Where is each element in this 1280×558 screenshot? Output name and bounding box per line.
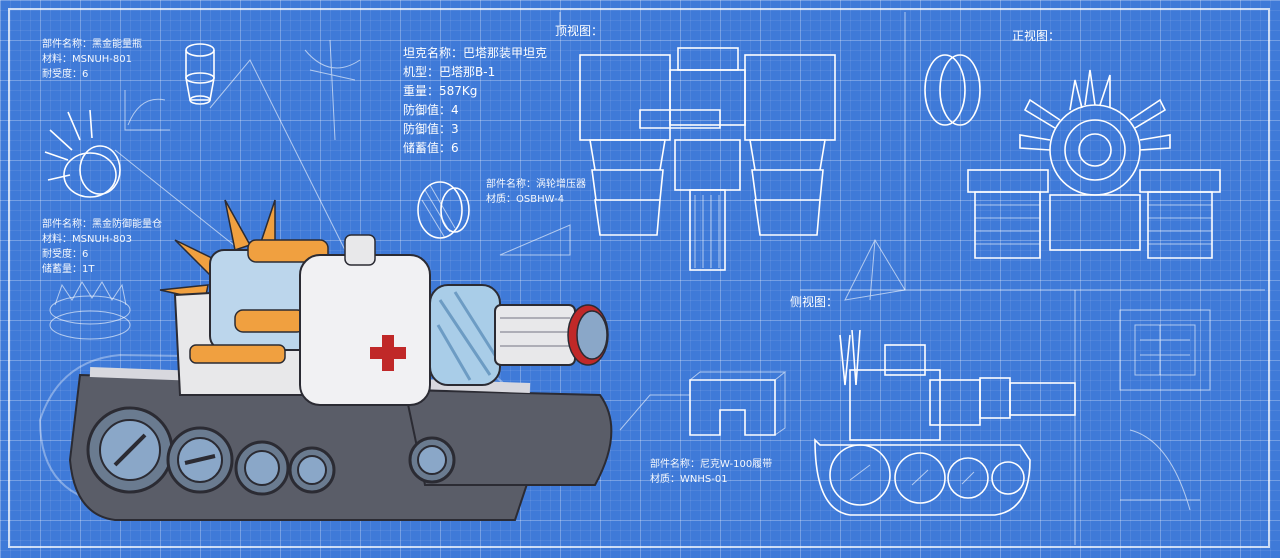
spike-drum-sketch	[44, 109, 121, 198]
turbo-name: 部件名称：涡轮增压器	[486, 179, 586, 190]
top-view-label: 顶视图：	[555, 24, 604, 38]
energy-bottle-name: 部件名称：黑金能量瓶	[42, 39, 142, 50]
defense-bay-name: 部件名称：黑金防御能量仓	[42, 219, 162, 230]
energy-bottle-durability: 耐受度：6	[42, 69, 89, 80]
defense-bay-storage: 储蓄量：1T	[42, 264, 95, 275]
tread-right	[403, 388, 613, 486]
tank-spec-line: 机型：巴塔那B-1	[403, 65, 496, 79]
track-info: 部件名称：尼克W-100履带 材质：WNHS-01	[650, 457, 772, 487]
schematic-sketch	[1119, 309, 1211, 391]
tank-spec-line: 储蓄值：6	[403, 141, 459, 155]
tank-spec-line: 重量：587Kg	[403, 84, 478, 98]
tank-spec-line: 防御值：4	[403, 103, 459, 117]
energy-bottle-sketch	[185, 43, 215, 105]
front-view-label: 正视图：	[1012, 29, 1061, 43]
front-view-drawing	[924, 54, 1221, 259]
bracket-sketch	[689, 371, 787, 436]
road-wheels	[86, 406, 456, 496]
defense-bay-info: 部件名称：黑金防御能量仓 材料：MSNUH-803 耐受度：6 储蓄量：1T	[42, 217, 162, 277]
energy-bottle-material: 材料：MSNUH-801	[42, 54, 132, 65]
defense-bay-durability: 耐受度：6	[42, 249, 89, 260]
blueprint-border	[8, 8, 1270, 548]
top-view-drawing	[579, 47, 836, 271]
defense-bay-material: 材料：MSNUH-803	[42, 234, 132, 245]
tank-spec-panel: 坦克名称：巴塔那装甲坦克 机型：巴塔那B-1 重量：587Kg 防御值：4 防御…	[403, 44, 547, 158]
track-name: 部件名称：尼克W-100履带	[650, 459, 773, 470]
turbo-sketch	[417, 181, 470, 239]
side-view-label: 侧视图：	[790, 295, 839, 309]
turbo-material: 材质：OSBHW-4	[486, 194, 565, 205]
math-doodles	[124, 39, 1200, 511]
turret	[299, 254, 431, 406]
side-view-drawing	[814, 329, 1076, 516]
red-cross-horizontal	[370, 347, 406, 359]
track-material: 材质：WNHS-01	[650, 474, 728, 485]
energy-bottle-info: 部件名称：黑金能量瓶 材料：MSNUH-801 耐受度：6	[42, 37, 142, 82]
crown-ring-sketch	[49, 281, 131, 340]
turbo-info: 部件名称：涡轮增压器 材质：OSBHW-4	[486, 177, 586, 207]
gatling-barrel	[494, 304, 576, 366]
tank-spec-line: 防御值：3	[403, 122, 459, 136]
tank-spec-line: 坦克名称：巴塔那装甲坦克	[403, 46, 548, 60]
